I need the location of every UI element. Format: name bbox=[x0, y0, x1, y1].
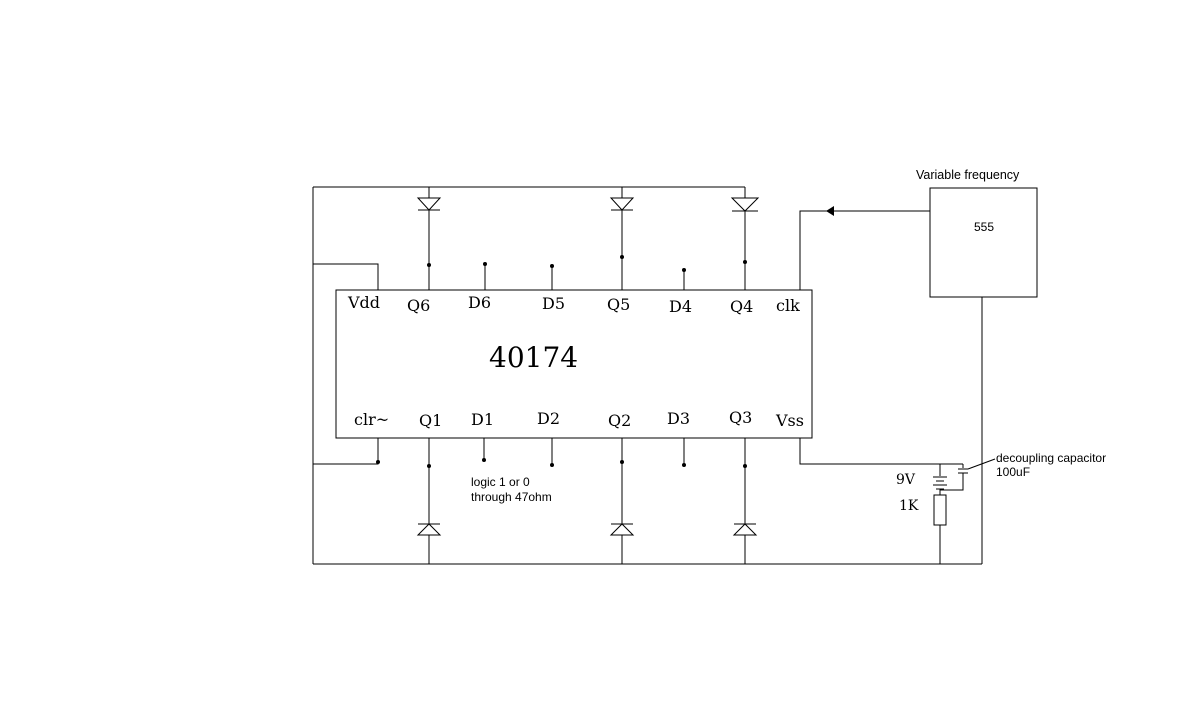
oscillator-caption: Variable frequency bbox=[916, 168, 1020, 182]
resistor-1k bbox=[933, 494, 947, 526]
clock-wire bbox=[799, 206, 930, 290]
diode-q3 bbox=[732, 523, 758, 536]
capacitor-label-line1: decoupling capacitor bbox=[996, 451, 1106, 465]
pin-d6: D6 bbox=[468, 293, 491, 312]
pin-clr: clr~ bbox=[354, 410, 389, 429]
pin-d1: D1 bbox=[471, 410, 494, 429]
pin-clk: clk bbox=[776, 296, 800, 315]
pin-d2: D2 bbox=[537, 409, 560, 428]
pin-d3: D3 bbox=[667, 409, 690, 428]
pin-vdd: Vdd bbox=[347, 293, 380, 312]
diode-q4 bbox=[730, 197, 760, 212]
bottom-data-stubs bbox=[482, 438, 686, 467]
pin-q1: Q1 bbox=[419, 411, 442, 430]
top-diode-branches bbox=[416, 187, 760, 290]
diode-q5 bbox=[609, 197, 635, 211]
bottom-diode-branches bbox=[376, 438, 758, 564]
oscillator-555-box bbox=[929, 187, 1038, 298]
top-data-stubs bbox=[483, 262, 686, 290]
resistor-label: 1K bbox=[899, 498, 919, 514]
oscillator-name: 555 bbox=[974, 220, 994, 234]
pin-q2: Q2 bbox=[608, 411, 631, 430]
pin-vss: Vss bbox=[775, 411, 804, 430]
pin-q4: Q4 bbox=[730, 297, 753, 316]
chip-name: 40174 bbox=[489, 341, 578, 374]
outer-wires bbox=[312, 186, 982, 565]
diode-q1 bbox=[416, 523, 442, 536]
capacitor-label-line2: 100uF bbox=[996, 465, 1030, 479]
power-section bbox=[799, 438, 996, 564]
pin-d4: D4 bbox=[669, 297, 692, 316]
logic-note-line1: logic 1 or 0 bbox=[471, 475, 530, 489]
chip-40174-body bbox=[335, 289, 813, 439]
pin-q5: Q5 bbox=[607, 295, 630, 314]
battery-label: 9V bbox=[896, 472, 916, 488]
pin-d5: D5 bbox=[542, 294, 565, 313]
bottom-pin-labels: clr~ Q1 D1 D2 Q2 D3 Q3 Vss bbox=[354, 408, 804, 430]
clock-arrow-icon bbox=[826, 206, 834, 216]
pin-q3: Q3 bbox=[729, 408, 752, 427]
pin-q6: Q6 bbox=[407, 296, 430, 315]
diode-q6 bbox=[416, 197, 442, 211]
diode-q2 bbox=[609, 523, 635, 536]
top-pin-labels: Vdd Q6 D6 D5 Q5 D4 Q4 clk bbox=[347, 293, 800, 316]
logic-note-line2: through 47ohm bbox=[471, 490, 552, 504]
